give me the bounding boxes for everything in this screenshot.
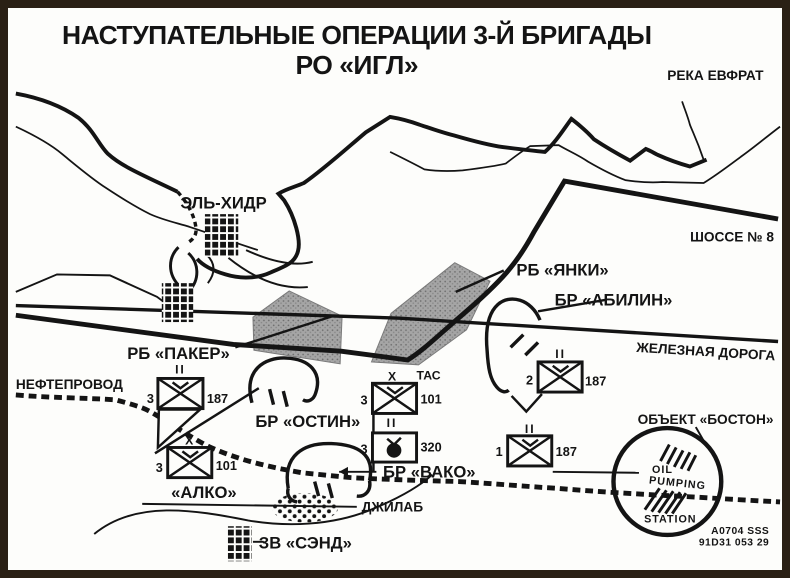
unit-number-right: 320 (420, 440, 441, 454)
label-objekt-boston: ОБЪЕКТ «БОСТОН» (638, 412, 774, 427)
figure-code-line1: A0704 SSS (711, 526, 769, 537)
highway-8-line (15, 178, 779, 363)
unit-artillery: 3 320 (360, 431, 442, 464)
settlement-zv-send (226, 526, 252, 562)
map-title-line1: НАСТУПАТЕЛЬНЫЕ ОПЕРАЦИИ 3-Й БРИГАДЫ (62, 20, 651, 50)
label-el-khidr: ЭЛЬ-ХИДР (180, 193, 266, 212)
map-background (8, 8, 782, 570)
label-br-ostin: БР «ОСТИН» (255, 412, 360, 431)
unit-number-left: 3 (360, 442, 367, 456)
oil-station-text-line1: OIL (652, 464, 673, 476)
settlement-riverbank (161, 283, 194, 323)
abilin-arrow (510, 393, 543, 414)
unit-echelon: II (525, 422, 536, 436)
label-highway: ШОССЕ № 8 (690, 229, 774, 244)
settlement-el-khidr (204, 214, 239, 257)
unit-number-left: 2 (526, 373, 533, 387)
label-alko: «АЛКО» (171, 483, 237, 502)
boston-objective-circle (611, 425, 724, 538)
map-title-line2: РО «ИГЛ» (295, 50, 418, 80)
unit-paker: II 3 187 (147, 363, 228, 451)
oil-station-text-line2: PUMPING (648, 475, 706, 493)
label-zv-send: ЗВ «СЭНД» (259, 534, 352, 553)
unit-number-left: 3 (360, 394, 367, 408)
label-rb-yanki: РБ «ЯНКИ» (516, 260, 608, 279)
label-pipeline: НЕФТЕПРОВОД (16, 377, 123, 392)
oil-station-text-line3: STATION (644, 513, 696, 525)
unit-number-right: 187 (585, 374, 606, 388)
label-br-abilin: БР «АБИЛИН» (555, 291, 673, 310)
unit-abilin: II 2 187 (526, 347, 606, 394)
unit-boston: II 1 187 (496, 422, 577, 468)
label-br-vako: БР «ВАКО» (383, 463, 476, 482)
terrain-contours (15, 249, 313, 307)
unit-number-right: 101 (420, 393, 441, 407)
euphrates-river-line (15, 91, 781, 280)
unit-number-left: 1 (496, 445, 503, 459)
label-rb-paker: РБ «ПАКЕР» (127, 344, 230, 363)
boston-hatch-top (659, 443, 698, 472)
label-river: РЕКА ЕВФРАТ (667, 68, 764, 83)
unit-echelon: X (185, 434, 194, 448)
unit-number-right: 101 (216, 459, 237, 473)
ostin-arc (154, 356, 320, 455)
unit-number-left: 3 (156, 461, 163, 475)
railroad-line (15, 303, 779, 344)
vako-arc (285, 441, 373, 504)
unit-alko: X 3 101 (156, 434, 237, 480)
unit-echelon: X (388, 369, 397, 383)
map-canvas: II 3 187 X 3 101 X 3 101 II 3 320 II 2 1… (8, 8, 782, 570)
echelon-between-units: II (387, 416, 398, 430)
abilin-arc (484, 297, 543, 414)
boston-hatch-band (643, 487, 688, 515)
artillery-icon (386, 443, 402, 458)
figure-code-line2: 91D31 053 29 (699, 538, 769, 549)
label-dzhilab: ДЖИЛАБ (362, 500, 424, 515)
settlement-dzhilab (271, 493, 339, 523)
unit-echelon: II (175, 363, 186, 377)
label-tac: ТАС (417, 368, 441, 382)
unit-tac: X 3 101 (360, 369, 442, 415)
unit-number-right: 187 (556, 445, 577, 459)
unit-number-right: 187 (207, 392, 228, 406)
unit-number-left: 3 (147, 392, 154, 406)
unit-echelon: II (555, 347, 566, 361)
